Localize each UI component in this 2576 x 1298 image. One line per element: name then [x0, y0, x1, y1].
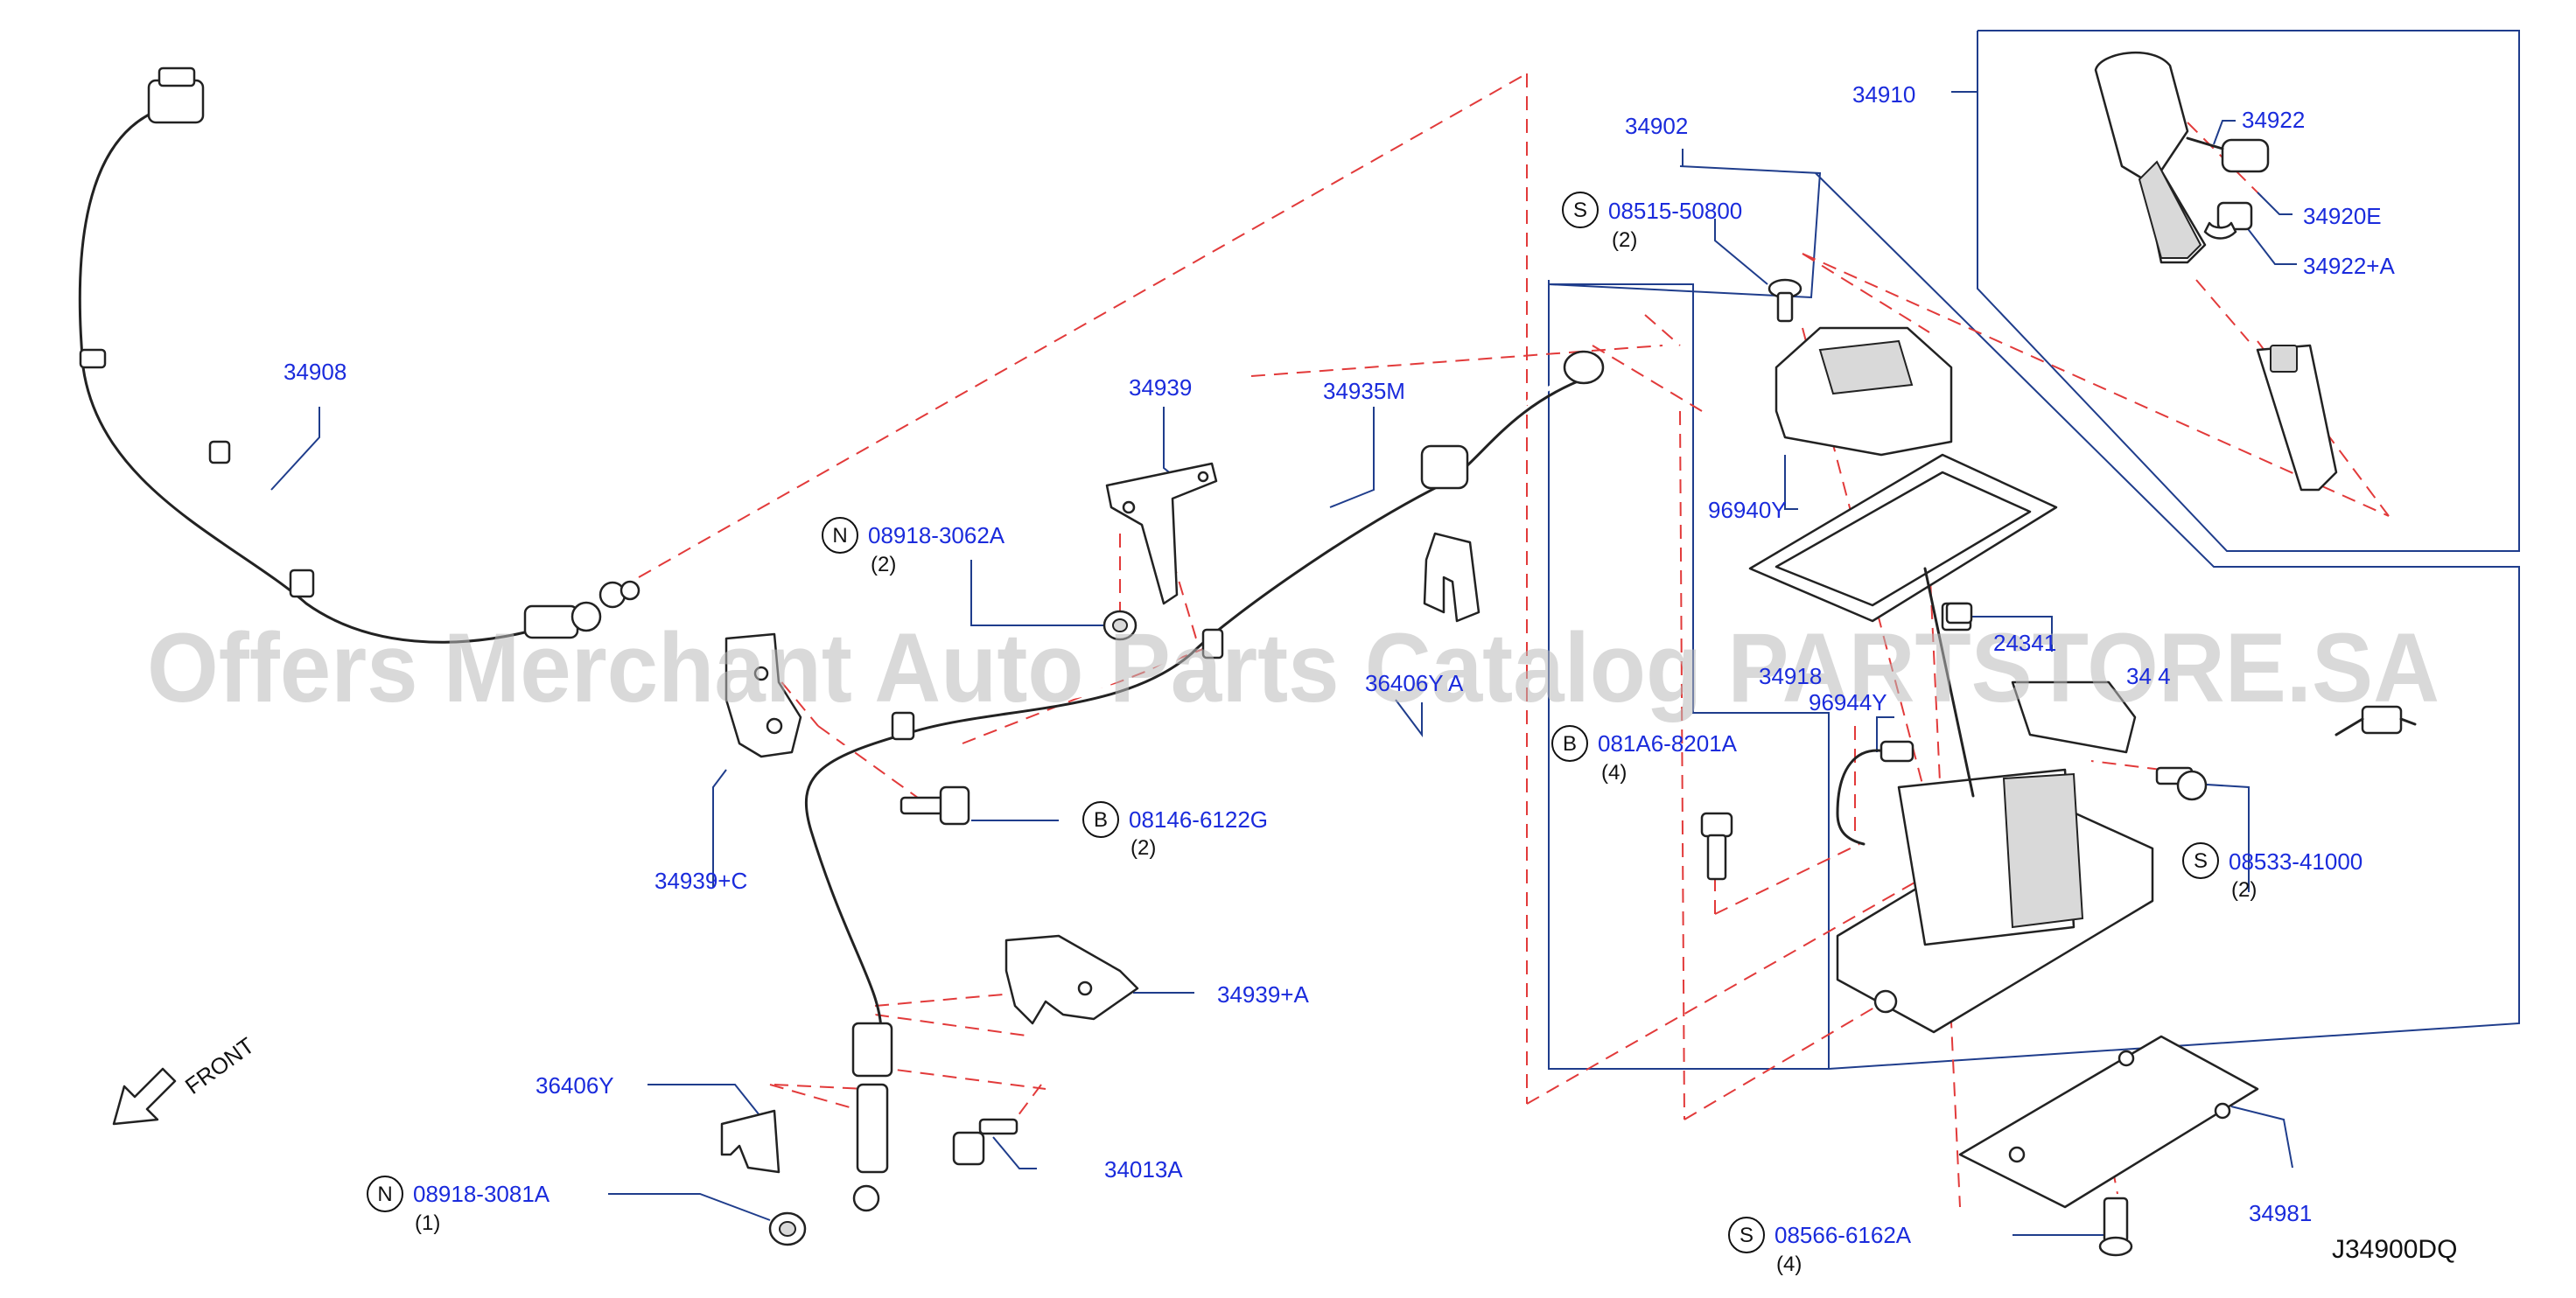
fastener-label-08515-50800[interactable]: S 08515-50800 (2): [1562, 192, 1742, 252]
label-96940Y[interactable]: 96940Y: [1708, 497, 1787, 523]
fastener-label-08146-6122G[interactable]: B 08146-6122G (2): [1082, 801, 1268, 860]
label-34939C[interactable]: 34939+C: [654, 868, 747, 894]
fastener-label-08533-41000[interactable]: S 08533-41000 (2): [2182, 842, 2362, 902]
fastener-qty: (1): [415, 1211, 440, 1235]
fastener-qty: (4): [1776, 1253, 1802, 1276]
front-arrow: FRONT: [112, 1032, 259, 1126]
fastener-prefix: S: [1740, 1224, 1754, 1247]
label-36406YA[interactable]: 36406Y A: [1365, 670, 1464, 696]
cover-plate-34981[interactable]: [1958, 1035, 2259, 1209]
fastener-prefix: N: [832, 524, 847, 548]
fastener-qty: (2): [871, 553, 896, 576]
label-96944Y[interactable]: 96944Y: [1809, 689, 1887, 715]
label-34910[interactable]: 34910: [1852, 81, 1915, 108]
fastener-qty: (2): [1612, 228, 1637, 252]
watermark: Offers Merchant Auto Parts Catalog PARTS…: [147, 613, 2440, 722]
knob-boot[interactable]: [2256, 344, 2338, 492]
part-labels: 34908 34939 34935M 34902 34910 34922 349…: [284, 81, 2395, 1226]
fastener-number: 08515-50800: [1608, 198, 1742, 224]
bolt-34013A[interactable]: [952, 1118, 1018, 1166]
diagram-code: J34900DQ: [2332, 1235, 2457, 1264]
fastener-label-08918-3081A[interactable]: N 08918-3081A (1): [367, 1176, 550, 1235]
fastener-number: 08533-41000: [2229, 848, 2362, 875]
cable-34935M[interactable]: [797, 350, 1605, 1212]
fastener-prefix: N: [377, 1183, 392, 1206]
indicator-cover-96940Y[interactable]: [1774, 326, 1953, 457]
harness-96944Y[interactable]: [1836, 740, 1914, 846]
fastener-qty: (2): [2231, 878, 2257, 902]
fastener-number: 081A6-8201A: [1598, 730, 1738, 757]
fastener-label-081A6-8201A[interactable]: B 081A6-8201A (4): [1551, 725, 1738, 785]
label-34981[interactable]: 34981: [2249, 1200, 2312, 1226]
cable-34908[interactable]: [78, 66, 640, 644]
nut-08918-3062A[interactable]: [1102, 610, 1138, 641]
label-34922[interactable]: 34922: [2242, 107, 2305, 133]
label-34902[interactable]: 34902: [1625, 113, 1688, 139]
label-34013A[interactable]: 34013A: [1104, 1156, 1183, 1183]
label-34920E[interactable]: 34920E: [2303, 203, 2382, 229]
fastener-qty: (2): [1130, 836, 1156, 860]
frame-shifter-assembly: [1548, 165, 2520, 1070]
fastener-prefix: B: [1563, 732, 1577, 756]
label-34908[interactable]: 34908: [284, 359, 346, 385]
connector-24341[interactable]: [1945, 602, 1973, 625]
label-36406Y[interactable]: 36406Y: [536, 1072, 614, 1099]
frame-knob-assembly: [1977, 30, 2520, 552]
part-34920E[interactable]: [2216, 201, 2253, 231]
clip-36406Y-A[interactable]: [1423, 532, 1480, 623]
fastener-qty: (4): [1601, 761, 1627, 785]
bracket-34939A[interactable]: [1004, 934, 1139, 1025]
label-34939A[interactable]: 34939+A: [1217, 981, 1309, 1008]
button-34922[interactable]: [2186, 136, 2270, 173]
fastener-label-08566-6162A[interactable]: S 08566-6162A (4): [1728, 1217, 1912, 1276]
label-34935M[interactable]: 34935M: [1323, 378, 1405, 404]
fastener-label-08918-3062A[interactable]: N 08918-3062A (2): [822, 517, 1005, 576]
knob-34910[interactable]: [2094, 52, 2207, 264]
fastener-prefix: S: [2194, 849, 2208, 873]
fastener-number: 08566-6162A: [1774, 1222, 1912, 1248]
gasket-34918[interactable]: [1748, 453, 2058, 623]
part-34922A[interactable]: [2203, 221, 2237, 240]
fastener-prefix: B: [1094, 808, 1108, 832]
bracket-34939C[interactable]: [724, 632, 802, 758]
fastener-number: 08918-3062A: [868, 522, 1005, 548]
label-3494[interactable]: 34 4: [2126, 663, 2171, 689]
screw-08515-50800[interactable]: [1768, 278, 1802, 323]
clip-36406Y[interactable]: [720, 1109, 780, 1174]
fastener-number: 08918-3081A: [413, 1181, 550, 1207]
label-24341[interactable]: 24341: [1993, 630, 2056, 656]
shifter-base[interactable]: [1836, 567, 2154, 1034]
bolt-08146-6122G[interactable]: [900, 785, 970, 826]
fastener-number: 08146-6122G: [1129, 806, 1268, 833]
front-label: FRONT: [180, 1032, 259, 1099]
label-34922A[interactable]: 34922+A: [2303, 253, 2395, 279]
bracket-3494[interactable]: [2011, 680, 2137, 754]
label-34939[interactable]: 34939: [1129, 374, 1192, 401]
bracket-34939[interactable]: [1105, 462, 1218, 605]
fastener-prefix: S: [1573, 199, 1587, 222]
nut-08918-3081A[interactable]: [768, 1211, 807, 1246]
bolt-081A6-8201A[interactable]: [1700, 812, 1733, 881]
label-34918[interactable]: 34918: [1759, 663, 1822, 689]
screw-08533-41000[interactable]: [2155, 766, 2208, 801]
bolt-08566-6162A[interactable]: [2098, 1197, 2133, 1257]
small-part-right[interactable]: [2334, 705, 2417, 736]
